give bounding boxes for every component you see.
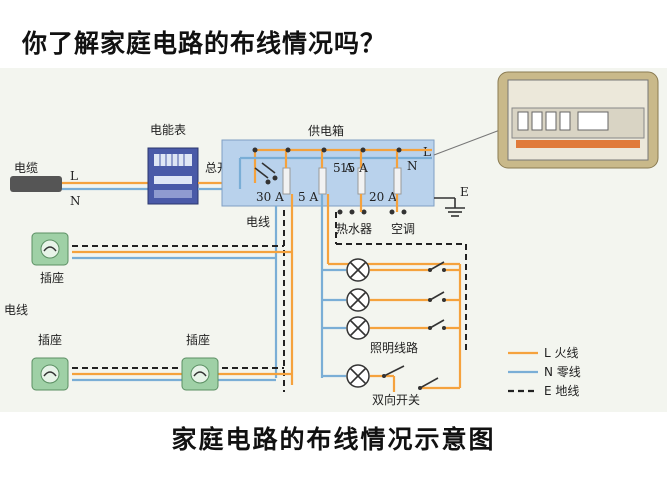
socket-icon xyxy=(31,232,69,266)
fuse-5a-label-1: 5 A xyxy=(298,190,318,204)
socket-icon xyxy=(181,357,219,391)
supply-box-label: 供电箱 xyxy=(308,123,344,138)
two-way-switch-label: 双向开关 xyxy=(372,392,420,407)
diagram-panel: 电缆 L N 电能表 总开关 供电箱 L N xyxy=(0,68,667,412)
meter-label: 电能表 xyxy=(150,123,186,137)
socket-icon xyxy=(31,357,69,391)
page-title: 你了解家庭电路的布线情况吗？ xyxy=(22,29,387,58)
fuse-15a-label: 15 A xyxy=(340,161,368,175)
diagram-caption: 家庭电路的布线情况示意图 xyxy=(171,425,496,454)
ground-icon xyxy=(445,207,465,217)
legend: L 火线 N 零线 E 地线 xyxy=(508,346,581,398)
cable-label: 电缆 xyxy=(14,161,38,175)
water-heater-label: 热水器 xyxy=(336,222,372,236)
fuse-5a-label-2: 5 A xyxy=(333,161,353,175)
line-L-label: L xyxy=(70,169,78,183)
fuse-30a-label: 30 A xyxy=(256,190,284,204)
socket1-label: 插座 xyxy=(40,270,64,285)
socket3-label: 插座 xyxy=(186,332,210,347)
wire-label: 电线 xyxy=(246,215,270,229)
box-L-label: L xyxy=(423,145,431,159)
switch-icon xyxy=(428,261,446,330)
box-N-label: N xyxy=(407,159,418,173)
two-way-switch-icon xyxy=(382,365,439,390)
wiring-diagram: 电缆 L N 电能表 总开关 供电箱 L N xyxy=(4,71,659,407)
cable-shape xyxy=(10,176,62,192)
fuse-20a-label: 20 A xyxy=(369,190,397,204)
lamp-rows xyxy=(322,268,462,392)
supply-box-photo xyxy=(433,71,659,169)
legend-label-neutral: N 零线 xyxy=(544,365,581,379)
lighting-label: 照明线路 xyxy=(370,340,418,355)
main-switch-icon xyxy=(254,162,278,185)
meter-icon xyxy=(147,147,199,205)
legend-label-earth: E 地线 xyxy=(544,384,579,398)
socket2-label: 插座 xyxy=(38,332,62,347)
lamp-icon xyxy=(346,258,370,388)
wire-left-label: 电线 xyxy=(4,303,28,317)
terminal-dots xyxy=(252,147,407,215)
line-N-label: N xyxy=(70,194,81,208)
ac-label: 空调 xyxy=(391,222,415,236)
earth-E-label: E xyxy=(460,185,469,199)
legend-label-live: L 火线 xyxy=(544,346,579,360)
